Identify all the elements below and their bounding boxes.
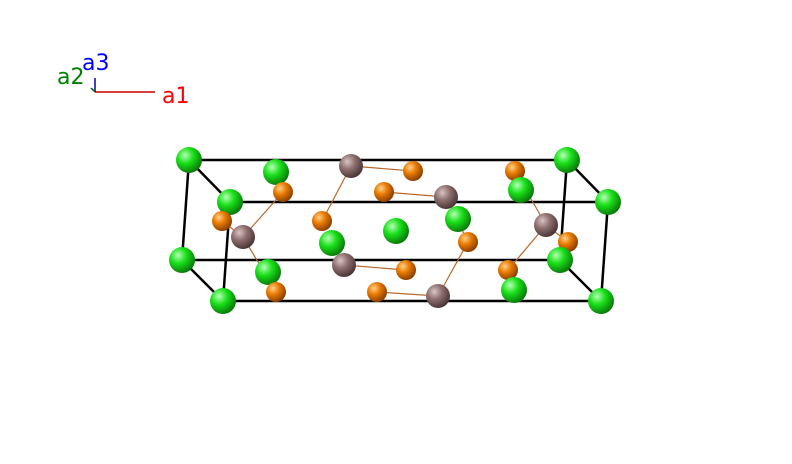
green-atom xyxy=(263,159,289,185)
green-atom xyxy=(588,288,614,314)
cell-edge xyxy=(180,159,191,261)
orange-atom xyxy=(273,182,293,202)
orange-atom xyxy=(458,232,478,252)
mauve-atom xyxy=(231,225,255,249)
orange-atom xyxy=(558,232,578,252)
green-atom xyxy=(319,230,345,256)
green-atom xyxy=(501,277,527,303)
green-atom xyxy=(169,247,195,273)
green-atom xyxy=(210,288,236,314)
green-atom xyxy=(554,147,580,173)
orange-atom xyxy=(396,260,416,280)
cell-edge xyxy=(599,201,610,302)
green-atom xyxy=(383,218,409,244)
green-atom xyxy=(508,177,534,203)
mauve-atom xyxy=(434,185,458,209)
orange-atom xyxy=(498,260,518,280)
mauve-atom xyxy=(332,253,356,277)
green-atom xyxy=(547,247,573,273)
green-atom xyxy=(176,147,202,173)
green-atom xyxy=(595,189,621,215)
mauve-atom xyxy=(426,284,450,308)
orange-atom xyxy=(505,161,525,181)
a2-axis-line xyxy=(90,87,96,93)
orange-atom xyxy=(403,161,423,181)
a2-axis-label: a2 xyxy=(57,65,84,90)
green-atom xyxy=(217,189,243,215)
a1-axis-label: a1 xyxy=(162,84,189,109)
mauve-atom xyxy=(339,154,363,178)
green-atom xyxy=(255,259,281,285)
mauve-atom xyxy=(534,213,558,237)
orange-atom xyxy=(212,211,232,231)
atoms xyxy=(169,147,621,314)
a3-axis-label: a3 xyxy=(82,51,109,76)
axis-indicator: a2 a3 a1 xyxy=(57,51,189,109)
orange-atom xyxy=(312,211,332,231)
orange-atom xyxy=(266,282,286,302)
orange-atom xyxy=(374,182,394,202)
orange-atom xyxy=(367,282,387,302)
green-atom xyxy=(445,206,471,232)
